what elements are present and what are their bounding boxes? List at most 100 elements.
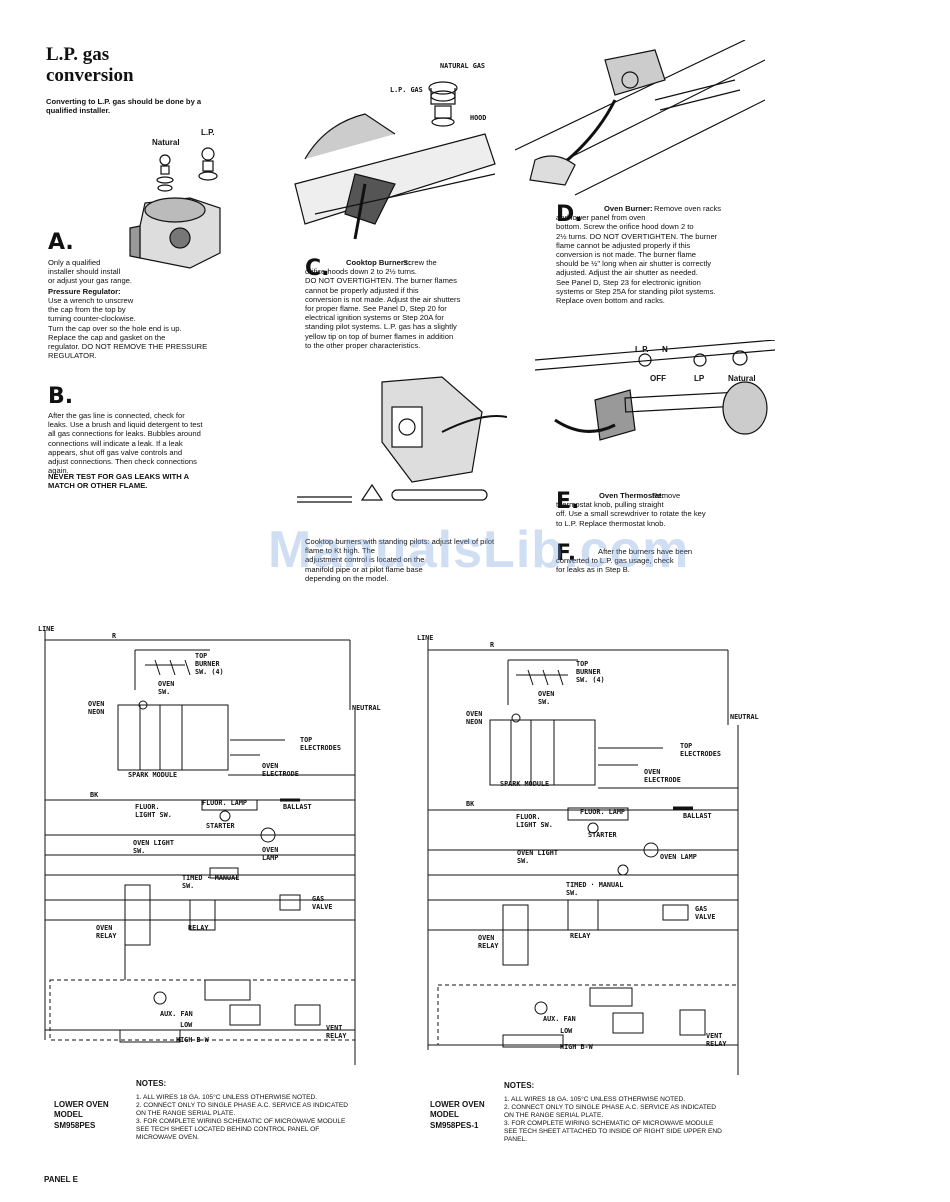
right-low-label: LOW bbox=[560, 1027, 573, 1035]
lp-gas-label: L.P. GAS bbox=[390, 86, 423, 94]
step-c2-text: Cooktop burners with standing pilots: ad… bbox=[305, 537, 495, 583]
left-oven-lamp-label: OVEN LAMP bbox=[262, 846, 279, 862]
right-aux-fan-label: AUX. FAN bbox=[543, 1015, 576, 1023]
right-notes-list: 1. ALL WIRES 18 GA. 105°C UNLESS OTHERWI… bbox=[504, 1096, 764, 1144]
thermostat-illustration bbox=[535, 340, 775, 441]
right-ballast-label: BALLAST bbox=[683, 812, 712, 820]
right-note-1: 1. ALL WIRES 18 GA. 105°C UNLESS OTHERWI… bbox=[504, 1096, 686, 1103]
title-line-1: L.P. gas bbox=[46, 44, 110, 65]
right-note-2: 2. CONNECT ONLY TO SINGLE PHASE A.C. SER… bbox=[504, 1104, 717, 1119]
left-high-label: HIGH B-W bbox=[176, 1036, 209, 1044]
left-gas-valve-label: GAS VALVE bbox=[312, 895, 333, 911]
pilot-illustration bbox=[297, 376, 507, 503]
regulator-illustration bbox=[129, 147, 221, 269]
left-oven-sw-label: OVEN SW. bbox=[158, 680, 175, 696]
hood-label: HOOD bbox=[470, 114, 487, 122]
right-high-label: HIGH B-W bbox=[560, 1043, 593, 1051]
right-oven-electrode-label: OVEN ELECTRODE bbox=[644, 768, 681, 784]
left-low-label: LOW bbox=[180, 1021, 193, 1029]
step-a-instructions: Use a wrench to unscrew the cap from the… bbox=[48, 296, 208, 361]
right-oven-sw-label: OVEN SW. bbox=[538, 690, 555, 706]
right-model-number: SM958PES-1 bbox=[430, 1121, 479, 1130]
left-note-1: 1. ALL WIRES 18 GA. 105°C UNLESS OTHERWI… bbox=[136, 1094, 318, 1101]
left-note-2: 2. CONNECT ONLY TO SINGLE PHASE A.C. SER… bbox=[136, 1102, 349, 1117]
left-spark-module-label: SPARK MODULE bbox=[128, 771, 178, 779]
cooktop-burner-illustration bbox=[294, 81, 496, 240]
right-model-label: LOWER OVEN MODEL bbox=[430, 1100, 485, 1119]
step-e-letter: E. bbox=[556, 489, 580, 514]
panel-label: PANEL E bbox=[44, 1175, 78, 1184]
step-f-letter: F. bbox=[556, 541, 577, 566]
left-note-3: 3. FOR COMPLETE WIRING SCHEMATIC OF MICR… bbox=[136, 1118, 346, 1141]
page-title: L.P. gas conversion bbox=[46, 44, 134, 86]
knob-n-label: N bbox=[662, 345, 668, 354]
step-a-heading: Pressure Regulator: bbox=[48, 287, 121, 296]
left-fluor-light-sw-label: FLUOR. LIGHT SW. bbox=[135, 803, 172, 819]
left-relay-label: RELAY bbox=[188, 924, 209, 932]
step-d-letter: D. bbox=[556, 202, 583, 227]
left-vent-relay-label: VENT RELAY bbox=[326, 1024, 347, 1040]
right-note-3: 3. FOR COMPLETE WIRING SCHEMATIC OF MICR… bbox=[504, 1120, 722, 1143]
step-d-text: Remove oven racks and lower panel from o… bbox=[556, 204, 722, 306]
step-b-letter: B. bbox=[48, 384, 74, 409]
watermark: ManualsLib.com bbox=[268, 521, 690, 579]
knob-lp-label: L.P. bbox=[635, 345, 649, 354]
right-gas-valve-label: GAS VALVE bbox=[695, 905, 716, 921]
right-oven-neon-label: OVEN NEON bbox=[466, 710, 483, 726]
step-f-text: After the burners have been converted to… bbox=[556, 547, 693, 575]
intro-text: Converting to L.P. gas should be done by… bbox=[46, 97, 202, 116]
left-notes-heading: NOTES: bbox=[136, 1079, 167, 1088]
natural-gas-label: NATURAL GAS bbox=[440, 62, 486, 70]
title-line-2: conversion bbox=[46, 65, 134, 86]
right-oven-lamp-label: OVEN LAMP bbox=[660, 853, 697, 861]
right-fluor-light-sw-label: FLUOR. LIGHT SW. bbox=[516, 813, 553, 829]
left-oven-light-sw-label: OVEN LIGHT SW. bbox=[133, 839, 174, 855]
left-aux-fan-label: AUX. FAN bbox=[160, 1010, 193, 1018]
step-e-text: Remove thermostat knob, pulling straight… bbox=[556, 491, 706, 528]
right-r-label: R bbox=[490, 641, 495, 649]
step-c-text: Screw the orifice hoods down 2 to 2½ tur… bbox=[305, 258, 461, 350]
left-r-label: R bbox=[112, 632, 117, 640]
step-b-text: After the gas line is connected, check f… bbox=[48, 411, 203, 476]
right-top-electrodes-label: TOP ELECTRODES bbox=[680, 742, 721, 758]
left-neutral-label: NEUTRAL bbox=[352, 704, 381, 712]
left-notes-list: 1. ALL WIRES 18 GA. 105°C UNLESS OTHERWI… bbox=[136, 1094, 386, 1142]
step-a-letter: A. bbox=[48, 230, 74, 255]
left-starter-label: STARTER bbox=[206, 822, 235, 830]
step-e-heading: Oven Thermostat: bbox=[599, 491, 664, 500]
step-a-text: Only a qualified installer should instal… bbox=[48, 258, 133, 286]
right-timed-manual-label: TIMED · MANUAL SW. bbox=[566, 881, 624, 897]
left-top-electrodes-label: TOP ELECTRODES bbox=[300, 736, 341, 752]
step-d-heading: Oven Burner: bbox=[604, 204, 653, 213]
left-bk-label: BK bbox=[90, 791, 99, 799]
left-oven-relay-label: OVEN RELAY bbox=[96, 924, 117, 940]
right-relay-label: RELAY bbox=[570, 932, 591, 940]
left-oven-neon-label: OVEN NEON bbox=[88, 700, 105, 716]
right-top-burner-label: TOP BURNER SW. (4) bbox=[576, 660, 605, 684]
left-model-number: SM958PES bbox=[54, 1121, 96, 1130]
right-starter-label: STARTER bbox=[588, 831, 617, 839]
wiring-diagram-left bbox=[44, 630, 356, 1065]
right-line-label: LINE bbox=[417, 634, 434, 642]
step-c-heading: Cooktop Burners: bbox=[346, 258, 411, 267]
knob-off-label: OFF bbox=[650, 374, 666, 383]
right-fluor-lamp-label: FLUOR. LAMP bbox=[580, 808, 626, 816]
step-b-warning: NEVER TEST FOR GAS LEAKS WITH A MATCH OR… bbox=[48, 472, 190, 491]
oven-burner-illustration bbox=[515, 40, 765, 196]
right-vent-relay-label: VENT RELAY bbox=[706, 1032, 727, 1048]
lp-label: L.P. bbox=[201, 128, 215, 137]
knob-lp2-label: LP bbox=[694, 374, 705, 383]
left-line-label: LINE bbox=[38, 625, 55, 633]
right-oven-light-sw-label: OVEN LIGHT SW. bbox=[517, 849, 558, 865]
left-oven-electrode-label: OVEN ELECTRODE bbox=[262, 762, 299, 778]
wiring-diagram-right bbox=[427, 640, 739, 1075]
left-timed-manual-label: TIMED · MANUAL SW. bbox=[182, 874, 240, 890]
natural-label: Natural bbox=[152, 138, 180, 147]
left-ballast-label: BALLAST bbox=[283, 803, 312, 811]
right-spark-module-label: SPARK MODULE bbox=[500, 780, 550, 788]
right-bk-label: BK bbox=[466, 800, 475, 808]
knob-natural-label: Natural bbox=[728, 374, 756, 383]
left-fluor-lamp-label: FLUOR. LAMP bbox=[202, 799, 248, 807]
step-c-letter: C. bbox=[305, 256, 330, 281]
left-top-burner-label: TOP BURNER SW. (4) bbox=[195, 652, 224, 676]
